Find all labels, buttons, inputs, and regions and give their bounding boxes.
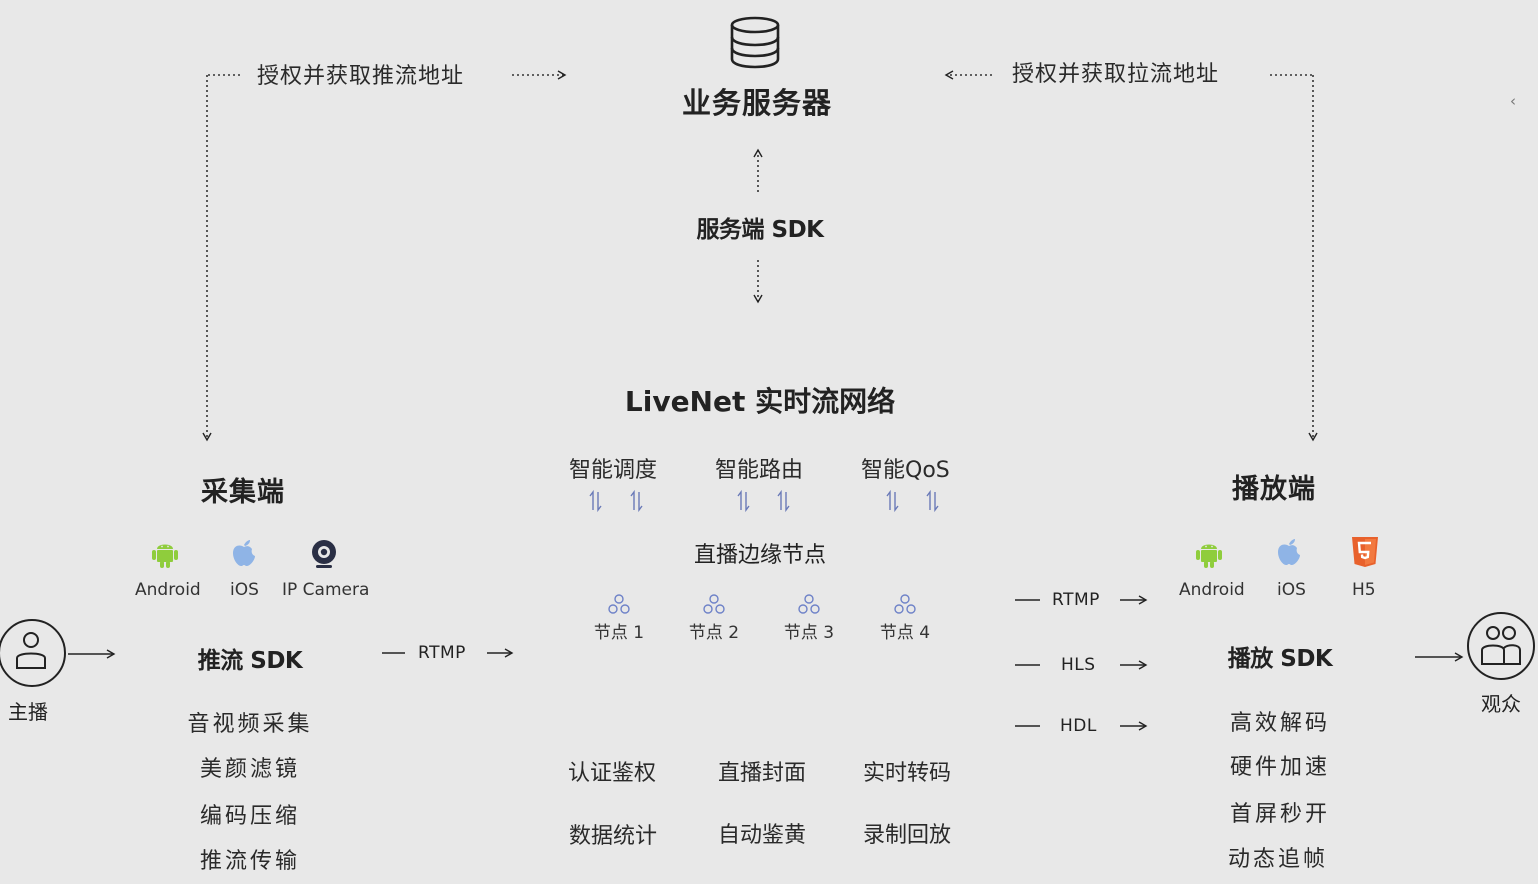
- capture-function-2: 美颜滤镜: [199, 757, 300, 782]
- node-label: 节点 1: [593, 623, 645, 643]
- node-label: 节点 3: [783, 623, 835, 643]
- playback-platform-h5: H5: [1352, 580, 1376, 600]
- capture-platform-android: Android: [135, 580, 201, 600]
- playback-function-4: 动态追帧: [1227, 847, 1328, 872]
- audience-avatar: [1463, 608, 1535, 692]
- feature-arrows: [589, 489, 939, 513]
- playback-function-1: 高效解码: [1229, 711, 1330, 736]
- playback-function-2: 硬件加速: [1229, 755, 1330, 780]
- service-transcode: 实时转码: [863, 761, 952, 786]
- feature-scheduling: 智能调度: [569, 458, 658, 483]
- playback-platform-android: Android: [1179, 580, 1245, 600]
- node-label: 节点 2: [688, 623, 740, 643]
- audience-label: 观众: [1481, 692, 1521, 716]
- node-icon: [874, 594, 936, 618]
- node-icon: [588, 594, 650, 618]
- edge-node-1: 节点 1: [588, 594, 650, 643]
- service-record: 录制回放: [863, 823, 952, 848]
- node-label: 节点 4: [879, 623, 931, 643]
- service-cover: 直播封面: [718, 761, 807, 786]
- playback-function-3: 首屏秒开: [1229, 802, 1330, 827]
- flow-arrows: [68, 595, 1464, 731]
- edge-node-4: 节点 4: [874, 594, 936, 643]
- livenet-title: LiveNet 实时流网络: [624, 385, 896, 418]
- play-sdk-label: 播放 SDK: [1227, 646, 1333, 672]
- edge-node-3: 节点 3: [778, 594, 840, 643]
- capture-platform-ios: iOS: [230, 580, 259, 600]
- node-icon: [683, 594, 745, 618]
- capture-function-1: 音视频采集: [187, 712, 313, 737]
- pull-protocol-hls: HLS: [1061, 655, 1096, 675]
- collapse-toggle[interactable]: ‹: [1510, 92, 1516, 110]
- edge-node-title: 直播边缘节点: [693, 543, 826, 568]
- node-icon: [778, 594, 840, 618]
- database-icon: [728, 16, 782, 70]
- playback-platform-ios: iOS: [1277, 580, 1306, 600]
- capture-function-3: 编码压缩: [199, 804, 300, 829]
- android-icon: [1194, 537, 1224, 573]
- playback-title: 播放端: [1232, 474, 1316, 505]
- feature-qos: 智能QoS: [861, 458, 950, 483]
- server-title: 业务服务器: [681, 86, 832, 120]
- android-icon: [150, 537, 180, 573]
- server-sdk-label: 服务端 SDK: [696, 217, 825, 243]
- capture-platform-ipcamera: IP Camera: [282, 580, 370, 600]
- push-auth-connector: [202, 70, 567, 442]
- pull-protocol-hdl: HDL: [1060, 716, 1097, 736]
- edge-node-2: 节点 2: [683, 594, 745, 643]
- apple-icon: [1275, 535, 1303, 571]
- push-auth-label: 授权并获取推流地址: [257, 64, 465, 89]
- service-auth: 认证鉴权: [568, 761, 657, 786]
- html5-icon: [1350, 536, 1380, 572]
- host-avatar: [0, 616, 68, 696]
- capture-function-4: 推流传输: [199, 849, 300, 874]
- push-sdk-label: 推流 SDK: [197, 648, 303, 674]
- ip-camera-icon: [309, 538, 339, 574]
- pull-auth-label: 授权并获取拉流地址: [1012, 62, 1220, 87]
- service-porn-detect: 自动鉴黄: [718, 823, 807, 848]
- apple-icon: [230, 536, 258, 572]
- host-label: 主播: [8, 700, 48, 724]
- push-protocol-rtmp: RTMP: [418, 643, 466, 663]
- pull-protocol-rtmp: RTMP: [1052, 590, 1100, 610]
- capture-title: 采集端: [201, 477, 285, 508]
- pull-auth-connector: [944, 70, 1318, 442]
- feature-routing: 智能路由: [715, 458, 804, 483]
- service-stats: 数据统计: [569, 824, 658, 849]
